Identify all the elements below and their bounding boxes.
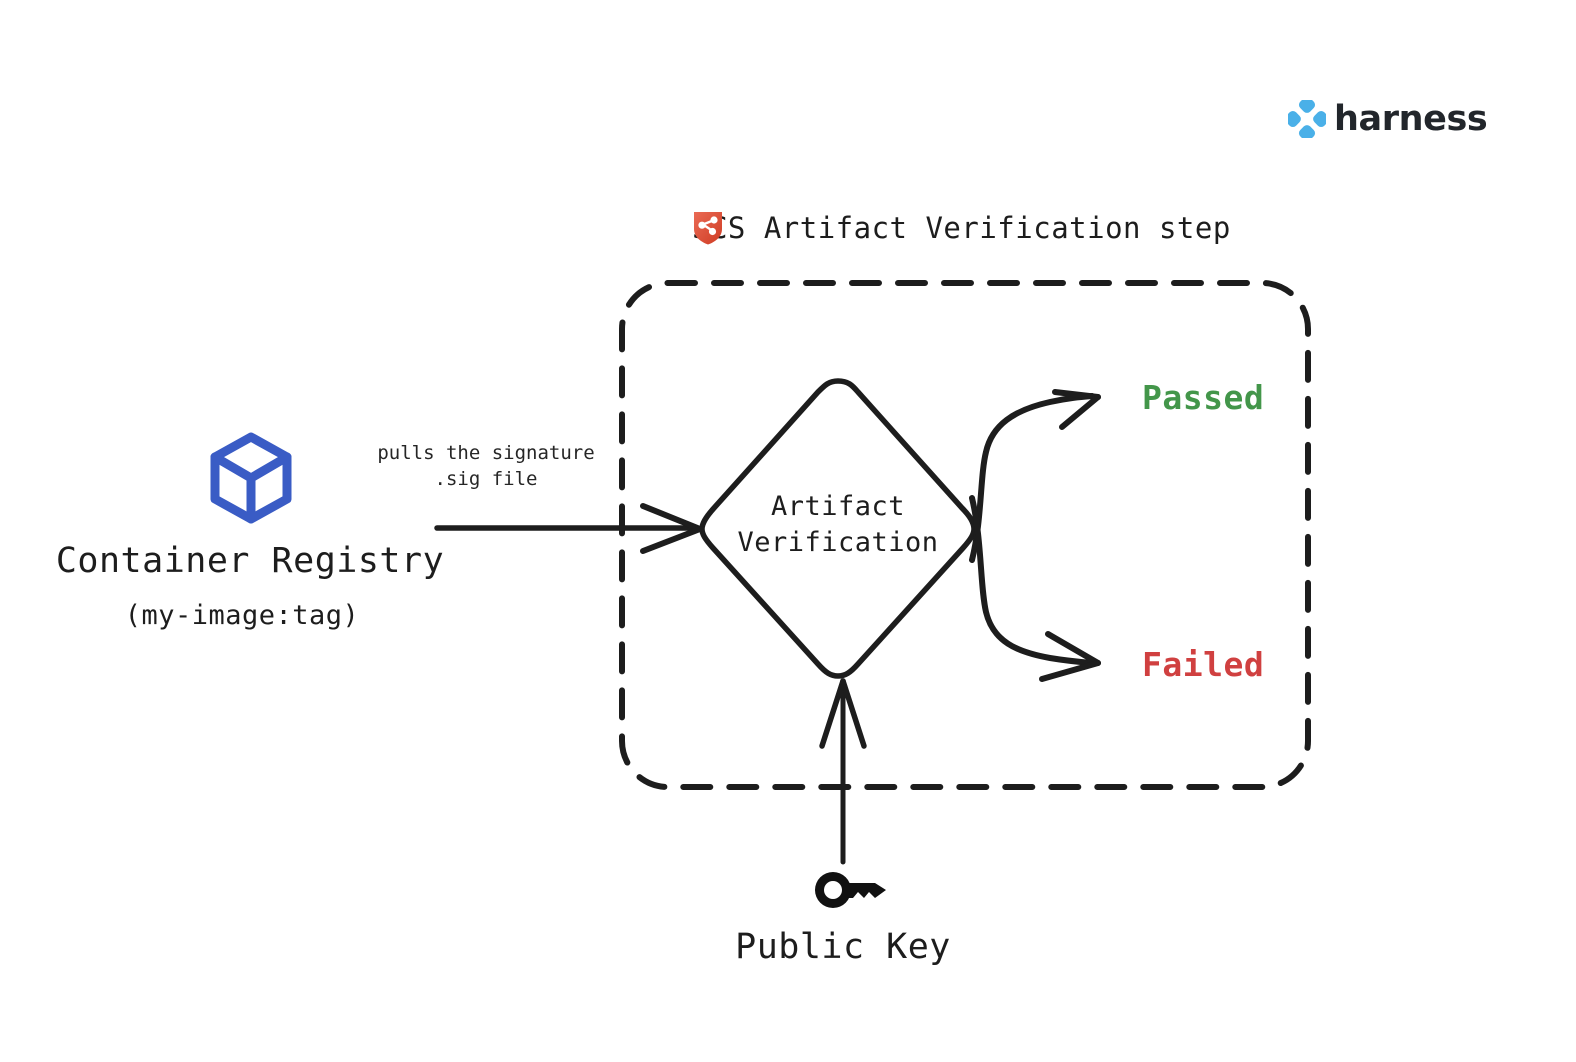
artifact-verification-label-line-2: Verification	[737, 527, 939, 558]
container-cube-icon	[209, 432, 293, 524]
outcome-failed-label: Failed	[1142, 645, 1265, 684]
edge-label-line-2: .sig file	[434, 468, 538, 490]
key-icon	[812, 866, 890, 914]
harness-diamond-logo-icon	[1284, 96, 1330, 142]
artifact-verification-label-line-1: Artifact	[770, 491, 906, 522]
public-key-title: Public Key	[735, 927, 951, 967]
scs-shield-icon	[692, 210, 724, 246]
arrow-publickey-to-verification	[819, 678, 867, 865]
container-registry-subtitle: (my-image:tag)	[124, 600, 360, 631]
arrow-verification-to-failed	[969, 495, 1101, 682]
scs-step-title-label: SCS Artifact Verification step	[692, 211, 1231, 245]
artifact-verification-label: Artifact Verification	[700, 489, 976, 561]
harness-wordmark: harness	[1334, 98, 1488, 139]
outcome-passed-label: Passed	[1142, 378, 1265, 417]
edge-label-line-1: pulls the signature	[377, 442, 595, 464]
harness-logo: harness	[1284, 96, 1488, 142]
arrow-verification-to-passed	[969, 389, 1101, 563]
scs-step-title: SCS Artifact Verification step	[692, 211, 1231, 245]
container-registry-title: Container Registry	[55, 541, 445, 581]
edge-label-pulls-signature: pulls the signature .sig file	[372, 440, 600, 492]
